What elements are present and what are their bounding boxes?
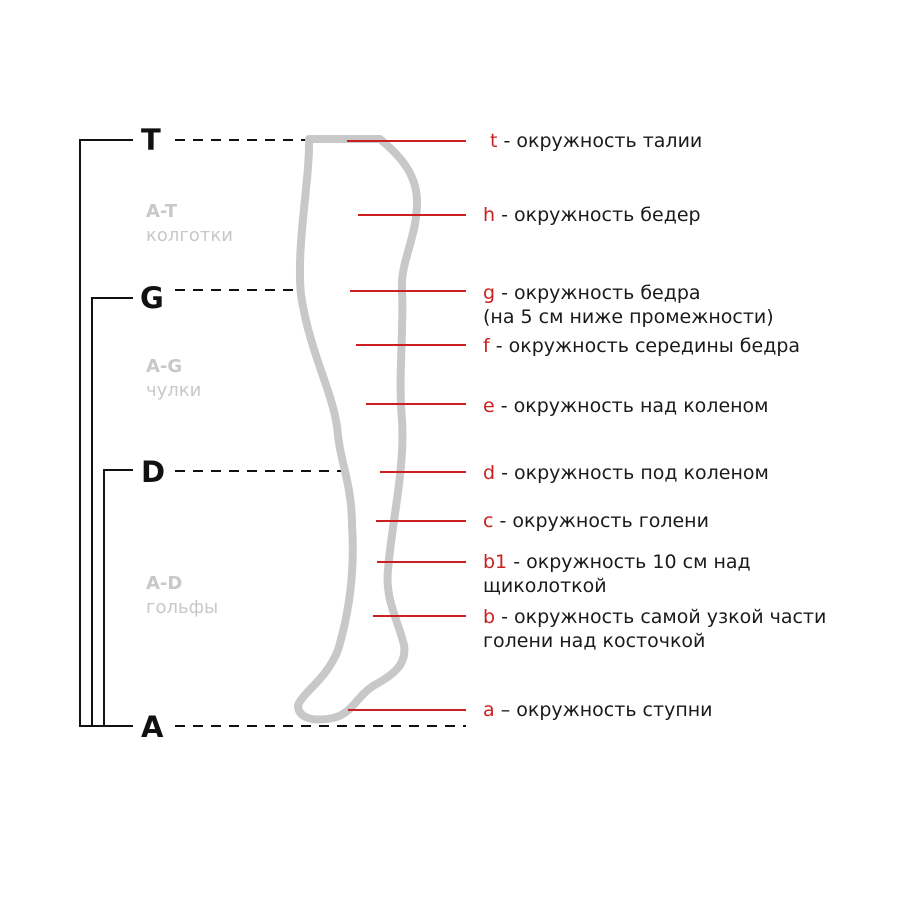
zone-code: A-D bbox=[146, 573, 183, 594]
leg-outline bbox=[294, 135, 422, 724]
measure-text: - окружность талии bbox=[497, 130, 703, 152]
measure-text: - окружность бедра bbox=[495, 282, 701, 304]
bracket-a-g bbox=[91, 297, 133, 726]
zone-code: A-G bbox=[146, 356, 183, 377]
zone-name: колготки bbox=[146, 225, 233, 246]
measure-code: a bbox=[483, 699, 495, 721]
measure-text-line2: (на 5 см ниже промежности) bbox=[483, 306, 774, 328]
level-label-d: D bbox=[141, 455, 166, 489]
measure-label-c: c - окружность голени bbox=[483, 509, 709, 533]
zone-name: чулки bbox=[146, 380, 202, 401]
zone-name: гольфы bbox=[146, 597, 219, 618]
zone-code: A-T bbox=[146, 201, 178, 222]
measure-text: - окружность самой узкой части bbox=[495, 606, 827, 628]
bracket-lines bbox=[79, 139, 133, 727]
measure-code: d bbox=[483, 462, 496, 484]
measure-code: h bbox=[483, 204, 496, 226]
measure-text: - окружность голени bbox=[493, 510, 709, 532]
measure-label-d: d - окружность под коленом bbox=[483, 461, 769, 485]
measure-label-g: g - окружность бедра (на 5 см ниже проме… bbox=[483, 281, 774, 329]
measure-text-line2: щиколоткой bbox=[483, 575, 607, 597]
measure-label-b1: b1 - окружность 10 см над щиколоткой bbox=[483, 550, 751, 598]
measure-label-t: t - окружность талии bbox=[490, 129, 702, 153]
measure-label-f: f - окружность середины бедра bbox=[483, 334, 800, 358]
level-label-a: A bbox=[141, 710, 164, 744]
bracket-a-d bbox=[103, 469, 133, 726]
measure-text-line2: голени над косточкой bbox=[483, 630, 706, 652]
zone-label-knee-socks: A-D гольфы bbox=[146, 572, 218, 620]
level-label-g: G bbox=[140, 281, 164, 315]
measure-label-b: b - окружность самой узкой части голени … bbox=[483, 605, 826, 653]
measure-label-a: a – окружность ступни bbox=[483, 698, 713, 722]
measure-code: g bbox=[483, 282, 496, 304]
measure-code: b bbox=[483, 606, 496, 628]
measure-code: e bbox=[483, 395, 495, 417]
measure-code: c bbox=[483, 510, 494, 532]
measure-text: - окружность середины бедра bbox=[489, 335, 801, 357]
measure-text: - окружность под коленом bbox=[495, 462, 769, 484]
measure-text: – окружность ступни bbox=[494, 699, 713, 721]
measure-code: f bbox=[483, 335, 490, 357]
measure-lines bbox=[347, 140, 466, 711]
zone-label-stockings: A-G чулки bbox=[146, 355, 201, 403]
measure-text: - окружность бедер bbox=[495, 204, 701, 226]
measure-text: - окружность 10 см над bbox=[507, 551, 751, 573]
zone-label-tights: A-T колготки bbox=[146, 200, 233, 248]
level-label-t: T bbox=[141, 123, 161, 157]
measure-label-h: h - окружность бедер bbox=[483, 203, 701, 227]
measure-code: b1 bbox=[483, 551, 508, 573]
measure-label-e: e - окружность над коленом bbox=[483, 394, 769, 418]
measure-text: - окружность над коленом bbox=[494, 395, 769, 417]
bracket-a-t bbox=[79, 139, 133, 727]
measure-code: t bbox=[490, 130, 498, 152]
level-dashes bbox=[175, 139, 466, 727]
